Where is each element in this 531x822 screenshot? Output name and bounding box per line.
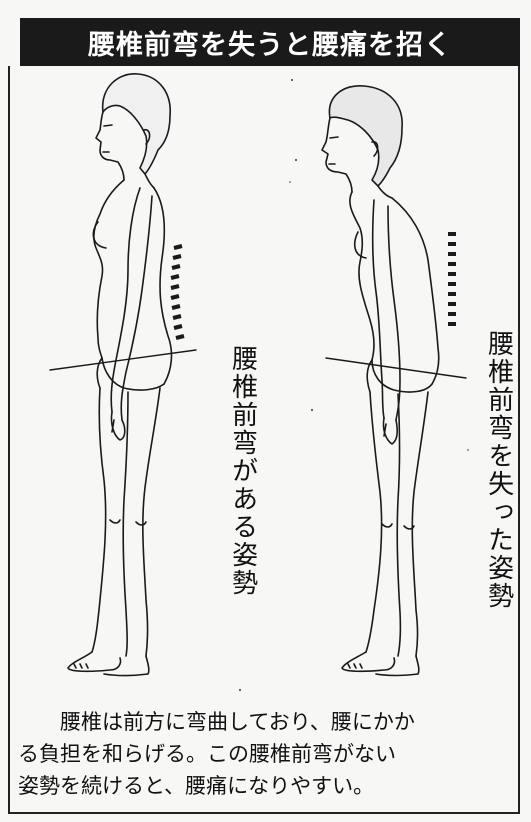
right-figure-label: 腰椎前弯を失った姿勢: [484, 330, 513, 610]
caption-line: 腰椎は前方に弯曲しており、腰にかか: [18, 706, 518, 738]
left-figure-icon: [50, 74, 196, 676]
right-figure-icon: [322, 86, 466, 676]
caption-text: 腰椎は前方に弯曲しており、腰にかか る負担を和らげる。この腰椎前弯がない 姿勢を…: [18, 706, 518, 802]
caption-line: 姿勢を続けると、腰痛になりやすい。: [18, 770, 518, 802]
print-speckles: [239, 79, 469, 691]
left-figure-label: 腰椎前弯がある姿勢: [228, 345, 257, 597]
caption-line: る負担を和らげる。この腰椎前弯がない: [18, 738, 518, 770]
